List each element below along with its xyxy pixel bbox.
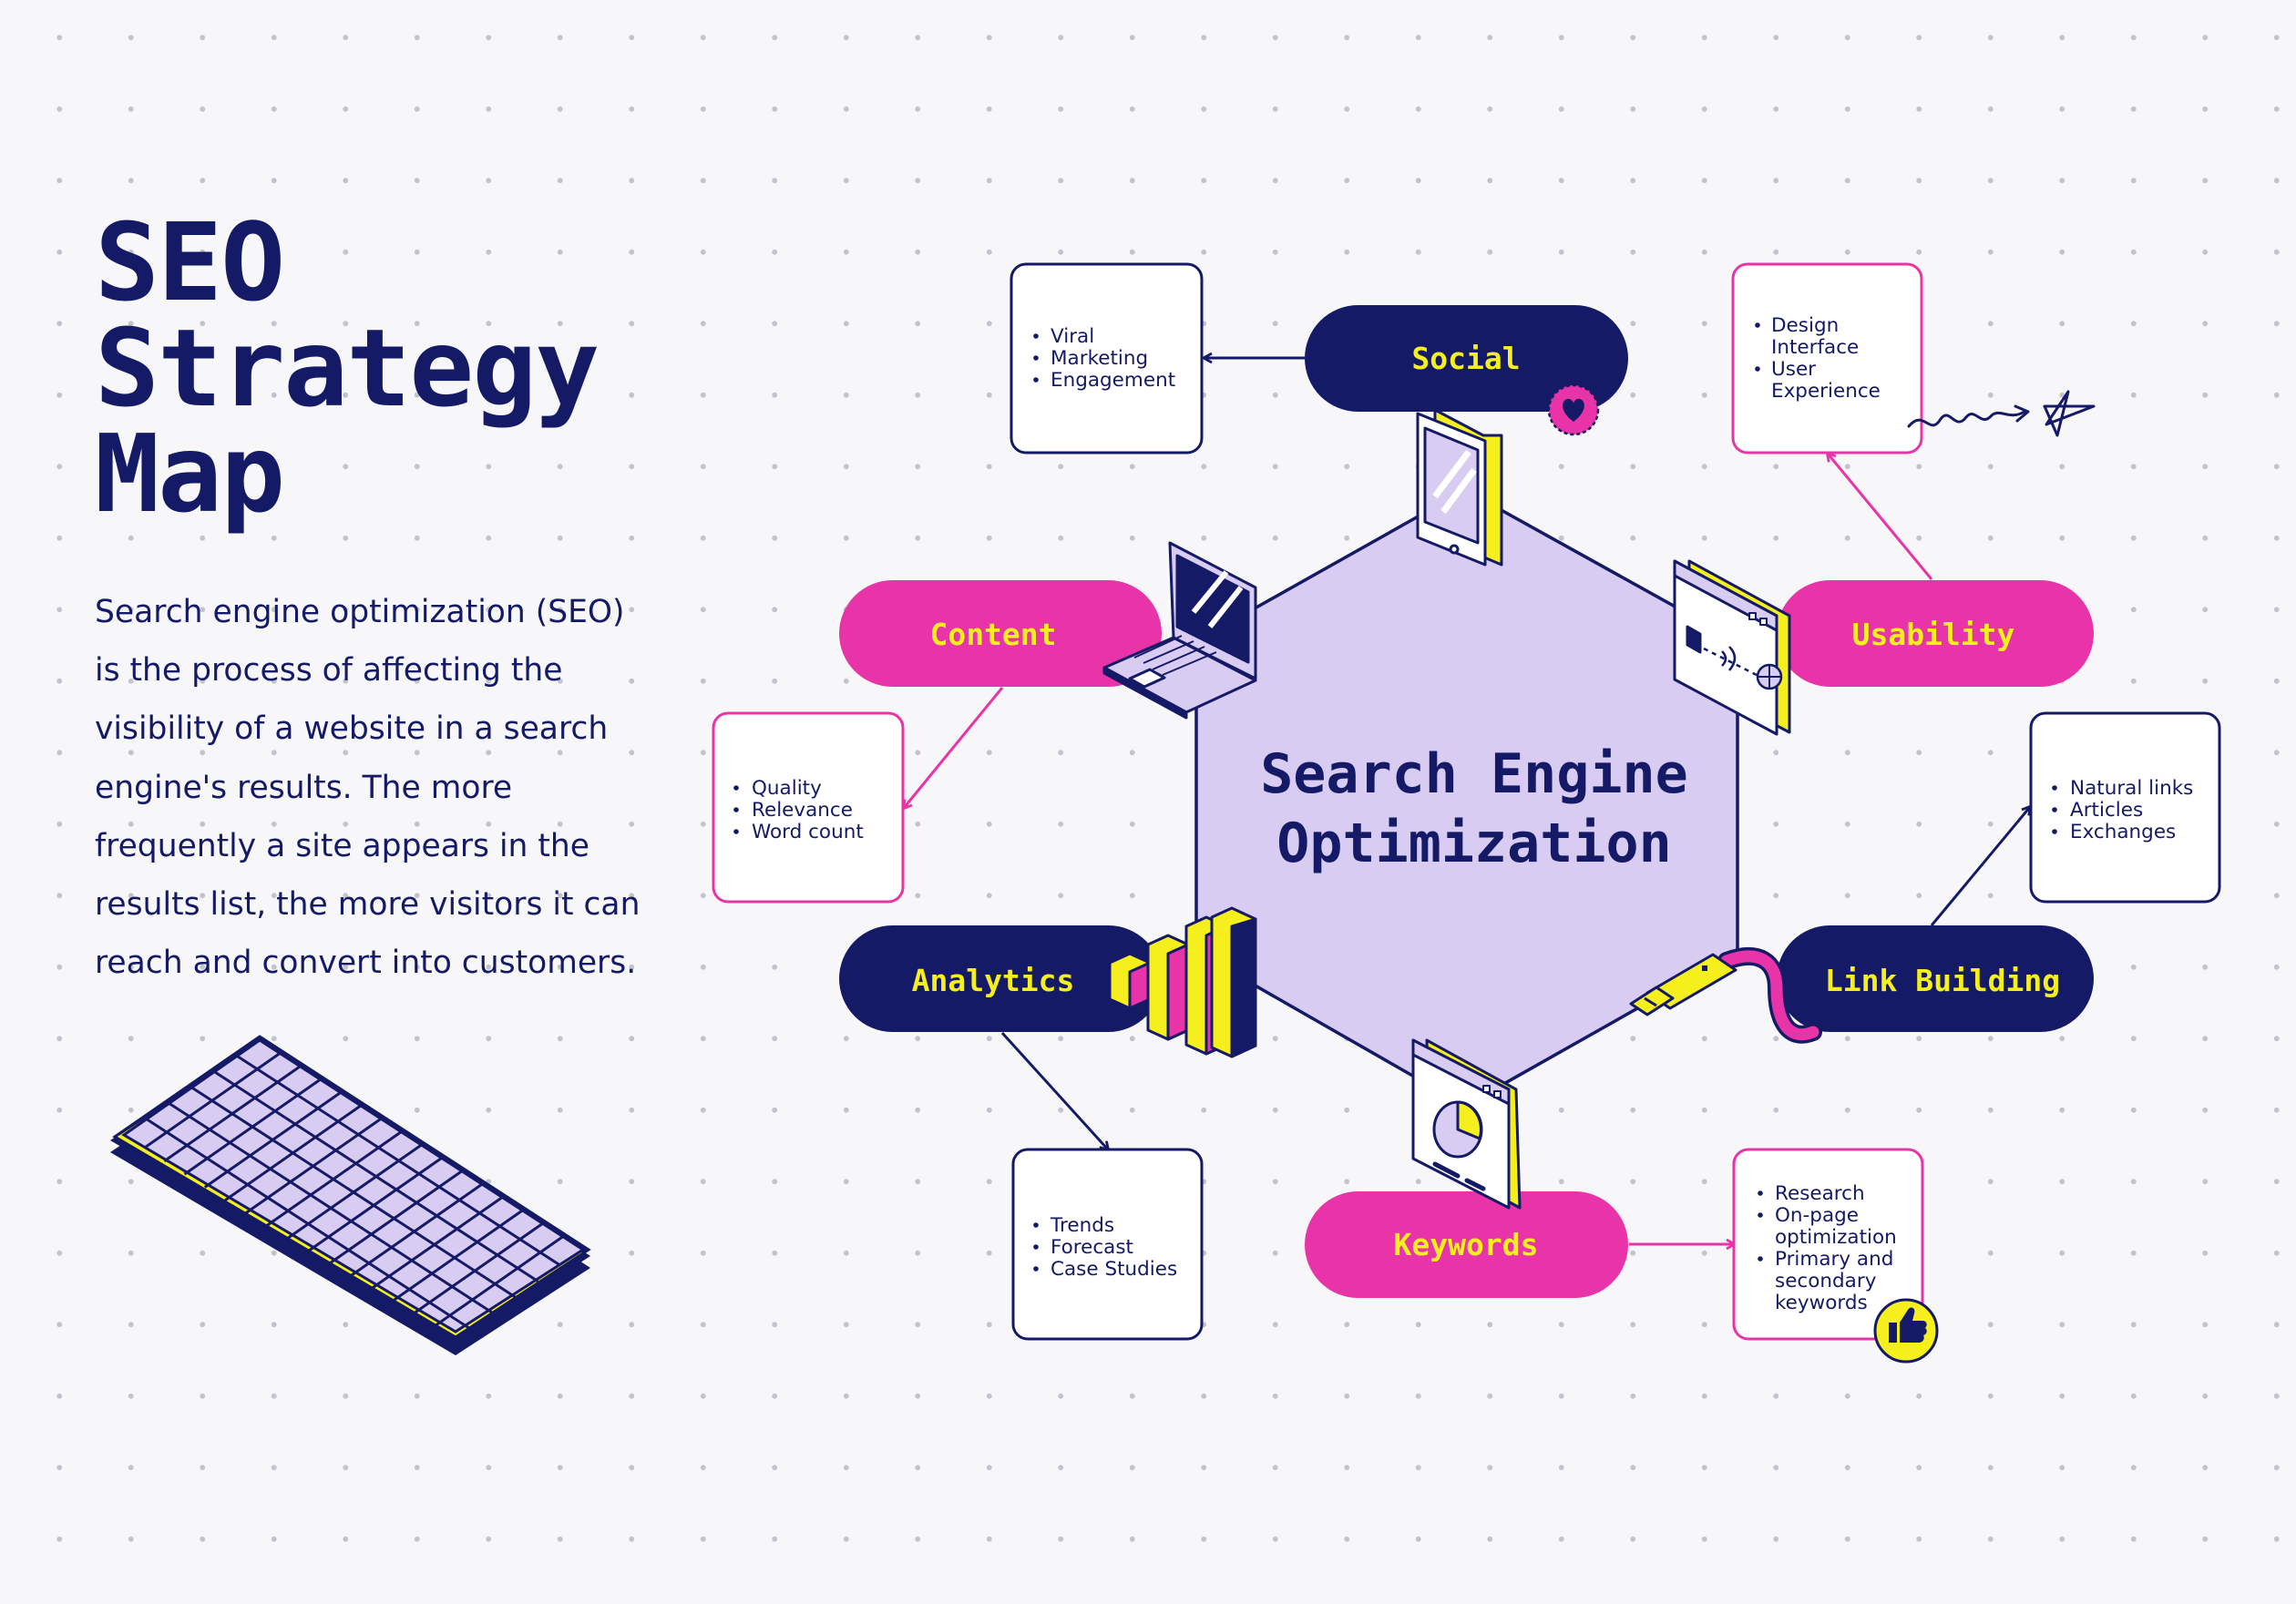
social-label: Social — [1411, 341, 1520, 376]
content-node[interactable]: Content — [839, 580, 1162, 687]
bullet-dot — [1033, 377, 1039, 383]
bullet-dot — [2052, 807, 2057, 812]
bullet-item: Primary and — [1775, 1248, 1893, 1271]
link-building-label: Link Building — [1825, 963, 2060, 998]
bullet-item: Viral — [1051, 325, 1094, 348]
analytics-label: Analytics — [912, 963, 1075, 998]
description-text: Search engine optimization (SEO) is the … — [95, 594, 641, 982]
title-line: Map — [95, 411, 285, 536]
bullet-item: keywords — [1775, 1292, 1868, 1314]
bullet-item: Research — [1775, 1182, 1865, 1205]
title-line: SEO — [95, 199, 285, 325]
pie-chart-window-icon — [1411, 1038, 1522, 1210]
bullet-item: Engagement — [1051, 369, 1175, 392]
bullet-item: Exchanges — [2070, 821, 2176, 843]
bullet-item: Forecast — [1051, 1236, 1133, 1259]
scribble-star-icon — [1907, 390, 2096, 437]
bullet-item: optimization — [1775, 1226, 1897, 1249]
bullet-item: secondary — [1775, 1270, 1877, 1292]
title-line: Strategy — [95, 305, 600, 431]
bullet-item: On-page — [1775, 1204, 1859, 1227]
social-node[interactable]: Social — [1305, 305, 1628, 412]
bullet-item: Interface — [1771, 336, 1859, 359]
bullet-dot — [2052, 829, 2057, 834]
bullet-dot — [1033, 333, 1039, 339]
bullet-dot — [1758, 1212, 1763, 1218]
analytics-node[interactable]: Analytics — [839, 925, 1162, 1032]
bullet-item: Relevance — [752, 799, 853, 822]
key-divider — [213, 1070, 539, 1282]
center-title-line1: Search Engine — [1260, 742, 1688, 806]
usb-cable-icon — [1629, 947, 1822, 1044]
keywords-node[interactable]: Keywords — [1305, 1191, 1628, 1298]
bullet-item: Design — [1771, 314, 1839, 337]
bullet-dot — [733, 829, 739, 834]
key-divider — [146, 1118, 471, 1330]
bullet-item: User — [1771, 358, 1816, 381]
content-label: Content — [929, 617, 1056, 652]
bullet-dot — [1033, 1244, 1039, 1250]
bullet-item: Natural links — [2070, 777, 2193, 800]
bullet-item: Marketing — [1051, 347, 1148, 370]
link-building-node[interactable]: Link Building — [1777, 925, 2094, 1032]
heart-badge-icon — [1547, 383, 1600, 436]
bullet-dot — [1033, 1266, 1039, 1272]
bullet-dot — [733, 785, 739, 791]
thumbs-up-icon — [1873, 1298, 1939, 1364]
bullet-item: Articles — [2070, 799, 2143, 822]
bullet-dot — [1033, 355, 1039, 361]
key-divider — [168, 1102, 494, 1314]
page-title: SEO Strategy Map — [95, 199, 600, 536]
laptop-icon — [1102, 541, 1257, 720]
usability-label: Usability — [1852, 617, 2015, 652]
bullet-item: Word count — [752, 821, 864, 843]
keyboard-icon — [110, 1035, 591, 1355]
connectors — [904, 358, 2030, 1244]
bullet-dot — [1755, 366, 1760, 372]
bullet-item: Trends — [1050, 1214, 1114, 1237]
browser-wifi-icon — [1673, 559, 1791, 736]
key-divider — [190, 1086, 517, 1299]
bullet-dot — [1758, 1256, 1763, 1262]
key-divider — [236, 1055, 561, 1267]
bullet-dot — [1758, 1190, 1763, 1196]
bullet-item: Quality — [752, 777, 822, 800]
bullet-dot — [733, 807, 739, 812]
phone-icon — [1416, 408, 1503, 567]
bullet-item: Experience — [1771, 380, 1881, 403]
bullet-item: Case Studies — [1051, 1258, 1177, 1281]
bullet-dot — [2052, 785, 2057, 791]
keywords-label: Keywords — [1394, 1227, 1539, 1262]
bar-chart-icon — [1108, 906, 1257, 1058]
usability-node[interactable]: Usability — [1777, 580, 2094, 687]
bullet-dot — [1033, 1222, 1039, 1228]
center-title-line2: Optimization — [1276, 812, 1671, 875]
bullet-dot — [1755, 322, 1760, 328]
